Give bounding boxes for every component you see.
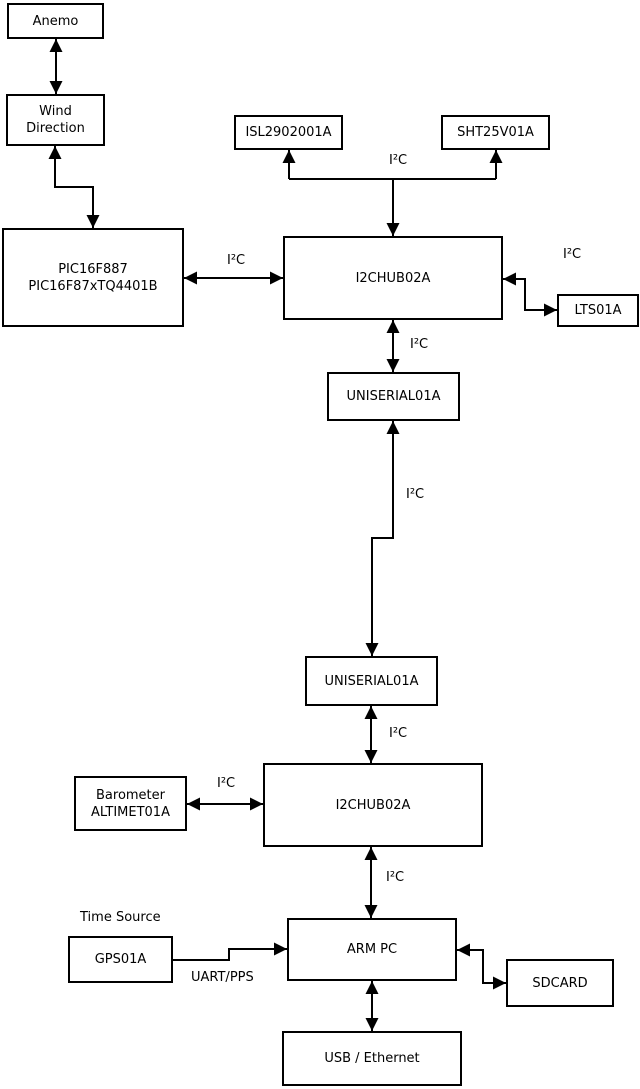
node-arm-pc: ARM PC [287,918,457,981]
node-pic-microcontroller: PIC16F887 PIC16F87xTQ4401B [2,228,184,327]
node-uniserial-lower: UNISERIAL01A [305,656,438,706]
label-i2c-barometer-hub: I²C [217,776,236,791]
node-uniserial-upper: UNISERIAL01A [327,372,460,421]
node-i2chub-lower: I2CHUB02A [263,763,483,847]
connector-uniserial-uniserial [365,421,400,656]
label-i2c-uniserial-hub: I²C [389,726,408,741]
label-time-source: Time Source [80,910,161,925]
connector-i2chub-upper-lts [503,272,557,317]
label-uart-pps: UART/PPS [191,970,254,985]
label-i2c-hub-uniserial: I²C [410,337,429,352]
node-anemo: Anemo [7,3,104,39]
connector-gps-armpc [173,942,287,961]
connector-wind-pic [48,146,100,228]
label-i2c-uniserial-link: I²C [406,487,425,502]
label-i2c-sensor-branch: I²C [389,153,408,168]
node-sht25v01a: SHT25V01A [441,115,550,150]
node-i2chub-upper: I2CHUB02A [283,236,503,320]
node-barometer: Barometer ALTIMET01A [74,776,187,831]
label-i2c-hub-armpc: I²C [386,870,405,885]
node-wind-direction: Wind Direction [6,94,105,146]
node-gps01a: GPS01A [68,936,173,983]
label-i2c-hub-lts: I²C [563,247,582,262]
node-lts01a: LTS01A [557,294,639,327]
node-isl2902001a: ISL2902001A [234,115,343,150]
node-usb-ethernet: USB / Ethernet [282,1031,462,1086]
connector-armpc-sdcard [457,943,506,990]
node-sdcard: SDCARD [506,959,614,1007]
label-i2c-pic-hub: I²C [227,253,246,268]
